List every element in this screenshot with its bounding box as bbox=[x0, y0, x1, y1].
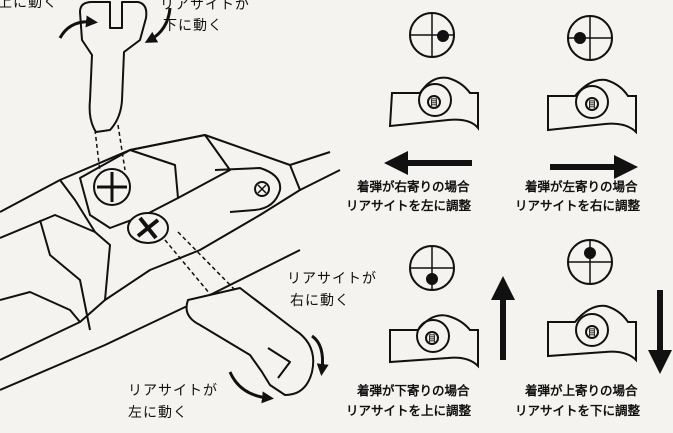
caption-left-line2: リアサイトを右に調整 bbox=[515, 198, 641, 213]
panel-right-group bbox=[384, 12, 479, 175]
caption-low-line1: 着弾が下寄りの場合 bbox=[357, 383, 470, 398]
caption-high-line2: リアサイトを下に調整 bbox=[515, 403, 641, 418]
label-wrench-bottom-left-1: リアサイトが bbox=[128, 383, 218, 399]
caption-right-line1: 着弾が右寄りの場合 bbox=[357, 179, 470, 194]
sight-mark-high: 目 bbox=[588, 328, 596, 337]
label-wrench-bottom-right-1: リアサイトが bbox=[287, 271, 377, 287]
sight-mark-left: 目 bbox=[588, 100, 596, 109]
impact-point-left bbox=[574, 32, 586, 44]
rear-sight-high bbox=[547, 304, 637, 363]
wrench-bottom-illustration bbox=[185, 287, 329, 404]
impact-point-low bbox=[426, 273, 438, 285]
caption-left-line1: 着弾が左寄りの場合 bbox=[525, 179, 638, 194]
guide-lines bbox=[94, 124, 236, 301]
rear-sight-right bbox=[388, 76, 479, 131]
label-wrench-bottom-left-2: 左に動く bbox=[128, 405, 188, 421]
label-wrench-bottom-right-2: 右に動く bbox=[290, 293, 350, 309]
label-wrench-top-left: 上に動く bbox=[0, 0, 58, 11]
caption-right-line2: リアサイトを左に調整 bbox=[346, 198, 472, 213]
sight-mark-low: 目 bbox=[428, 334, 436, 343]
rear-sight-low bbox=[389, 314, 479, 369]
label-wrench-top-right-1: リアサイトが bbox=[160, 0, 250, 13]
caption-low-line2: リアサイトを上に調整 bbox=[346, 403, 472, 418]
panel-high-group bbox=[547, 239, 672, 374]
impact-point-high bbox=[584, 247, 596, 259]
panel-low-group bbox=[389, 245, 515, 369]
panel-left-group bbox=[547, 15, 638, 179]
rear-sight-left bbox=[547, 78, 637, 135]
caption-high-line1: 着弾が上寄りの場合 bbox=[525, 383, 638, 398]
impact-point-right bbox=[437, 30, 449, 42]
wrench-top-illustration bbox=[58, 1, 172, 133]
label-wrench-top-right-2: 下に動く bbox=[163, 18, 223, 34]
sight-mark-right: 目 bbox=[430, 98, 438, 107]
